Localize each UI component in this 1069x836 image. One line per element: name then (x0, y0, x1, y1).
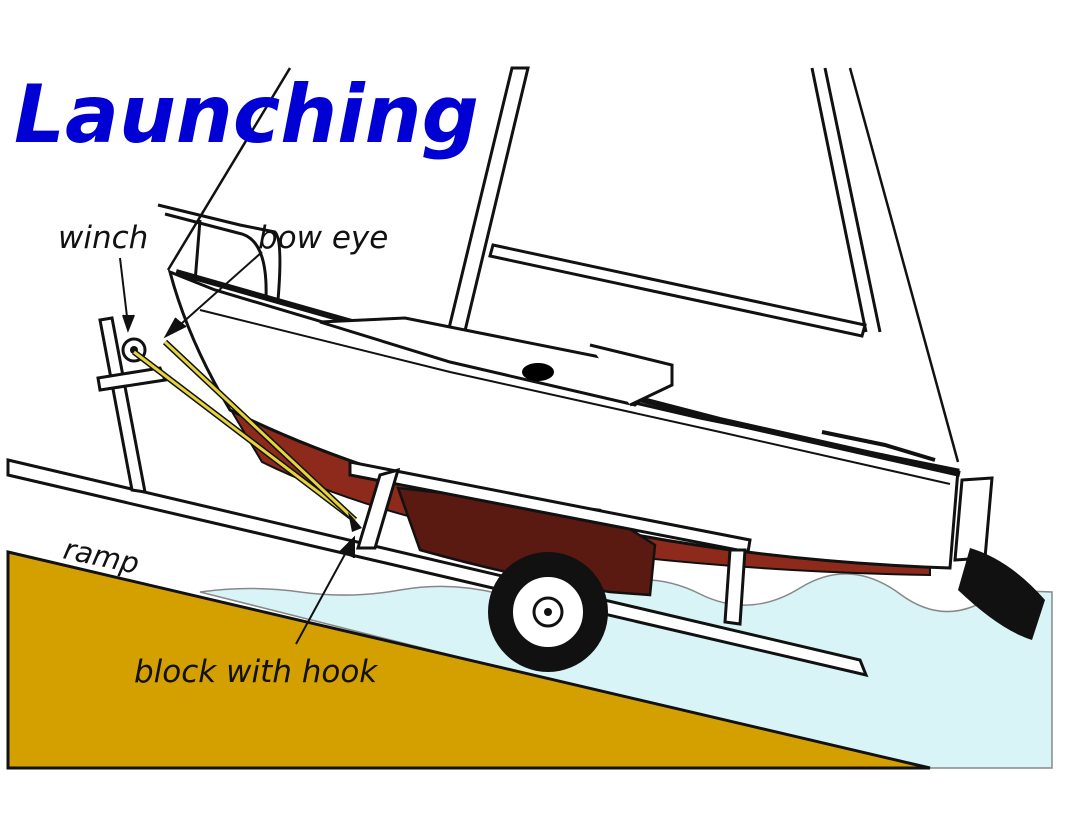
leader-lines (119, 251, 355, 645)
label-bow-eye: bow eye (258, 220, 388, 256)
sail-leech (810, 67, 882, 333)
rudder-motor (953, 476, 1045, 640)
winch-strap (132, 339, 358, 523)
boom (488, 243, 867, 338)
trailer-wheel (488, 552, 608, 672)
label-block-with-hook: block with hook (134, 654, 378, 690)
bow-pulpit (157, 203, 282, 301)
block-hook-icon (348, 512, 362, 532)
backstay (848, 67, 960, 463)
forestay (166, 67, 292, 271)
page-title: Launching (14, 68, 479, 161)
label-winch: winch (58, 220, 148, 256)
sheer-line (199, 309, 951, 485)
ramp-ground (6, 550, 931, 770)
stern-rail (821, 430, 936, 462)
hatch (522, 363, 554, 381)
cabin (319, 316, 674, 407)
